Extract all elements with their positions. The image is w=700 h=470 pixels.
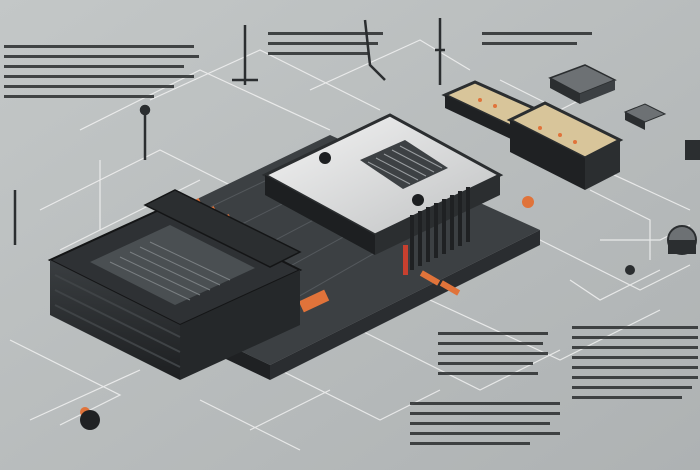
text-blocks bbox=[4, 32, 698, 445]
text-block-bottom-center bbox=[410, 332, 560, 445]
chip-screw-icon bbox=[319, 152, 331, 164]
cpu-socket-module bbox=[47, 189, 303, 380]
large-processor-chip bbox=[261, 113, 504, 275]
text-block-top-left bbox=[4, 45, 199, 98]
text-block-top-center bbox=[268, 32, 383, 55]
chip-screw-icon bbox=[412, 194, 424, 206]
chip-vent bbox=[360, 140, 448, 189]
text-block-bottom-right bbox=[572, 326, 698, 399]
text-block-top-right bbox=[482, 32, 592, 45]
circuit-traces bbox=[9, 39, 691, 451]
small-modules bbox=[80, 64, 700, 430]
memory-module bbox=[441, 80, 624, 190]
chip-fins bbox=[410, 187, 470, 270]
